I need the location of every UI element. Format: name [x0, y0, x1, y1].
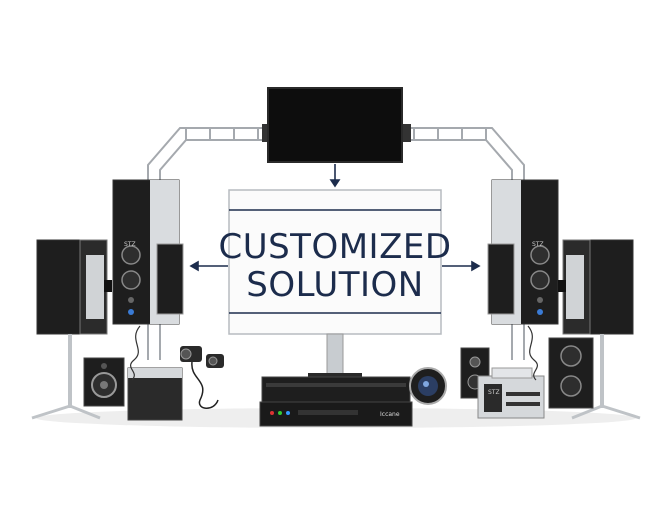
rack-units: Iccane — [259, 376, 413, 427]
right-small-speaker — [460, 347, 490, 399]
left-amp-box — [127, 367, 183, 421]
right-speaker-badge: STZ — [532, 241, 544, 248]
left-cameras — [130, 325, 224, 409]
arrow-right-icon — [471, 260, 481, 272]
right-stand-speaker — [558, 239, 641, 420]
arrow-down-icon — [329, 179, 341, 188]
right-amp-units: STZ — [477, 367, 545, 419]
rack-brand-label: Iccane — [380, 411, 400, 418]
left-small-speaker — [83, 357, 125, 407]
sign-line-2: SOLUTION — [246, 265, 423, 305]
arrow-left-icon — [189, 260, 199, 272]
right-subwoofer — [548, 337, 594, 409]
left-stand-speaker — [31, 239, 112, 420]
central-display: CUSTOMIZED SOLUTION — [218, 189, 451, 335]
left-speaker-badge: STZ — [124, 241, 136, 248]
right-amp-badge: STZ — [488, 389, 500, 396]
top-monitor — [267, 87, 403, 163]
camera-lens — [409, 367, 447, 405]
right-cable — [527, 325, 538, 381]
sign-line-1: CUSTOMIZED — [218, 227, 451, 267]
arrows — [189, 164, 481, 272]
right-clamp — [401, 124, 411, 142]
left-tall-speaker: STZ — [112, 179, 184, 325]
right-tall-speaker: STZ — [487, 179, 559, 325]
display-pole — [326, 333, 344, 377]
